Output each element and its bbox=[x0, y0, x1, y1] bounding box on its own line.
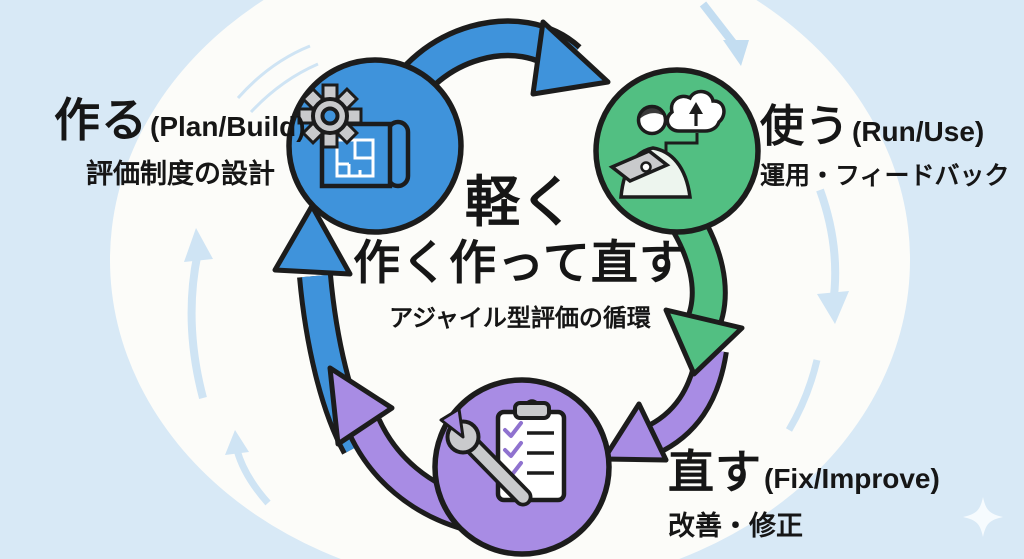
watermark-thin-arc-1 bbox=[236, 44, 311, 99]
stage-use-description: 運用・フィードバック bbox=[760, 162, 1010, 190]
wrench-jaw-notch bbox=[439, 407, 465, 439]
watermark-arrowhead-tr-icon bbox=[723, 40, 749, 66]
sparkle-icon bbox=[963, 497, 1003, 537]
clipboard-clip bbox=[513, 401, 551, 420]
person-hand bbox=[640, 161, 652, 173]
watermark-arrowhead-up-icon bbox=[184, 228, 213, 262]
center-title-line2: 作く作って直す bbox=[353, 235, 687, 289]
arrowhead-icon bbox=[601, 401, 669, 463]
connector-line bbox=[664, 133, 699, 152]
arrowhead-icon bbox=[663, 307, 745, 377]
stage-use-title: 使う bbox=[760, 102, 850, 151]
watermark-arc-bottom-right bbox=[785, 359, 821, 432]
stage-build-label: 作る(Plan/Build) 評価制度の設計 bbox=[54, 84, 306, 191]
center-subtitle: アジャイル型評価の循環 bbox=[389, 305, 651, 333]
watermark-arrowhead-bl-icon bbox=[225, 430, 249, 455]
wrench-handle bbox=[464, 437, 529, 503]
center-title-line1: 軽く bbox=[464, 171, 575, 233]
stage-build-title-en: (Plan/Build) bbox=[150, 111, 306, 142]
stage-fix-label: 直す(Fix/Improve) 改善・修正 bbox=[668, 436, 940, 543]
watermark-cycle-arrows bbox=[184, 1, 849, 506]
stage-use-title-en: (Run/Use) bbox=[852, 116, 985, 147]
watermark-arc-left bbox=[187, 251, 207, 400]
blueprint-floorplan bbox=[335, 138, 375, 178]
stage-fix-description: 改善・修正 bbox=[668, 511, 803, 541]
watermark-thin-arc-2 bbox=[249, 62, 319, 114]
upload-arrow-head bbox=[689, 102, 703, 114]
arrowhead-icon bbox=[530, 19, 611, 97]
gear-icon bbox=[297, 83, 363, 149]
checklist-lines bbox=[527, 431, 554, 475]
stage-use-label: 使う(Run/Use) 運用・フィードバック bbox=[760, 90, 1010, 192]
watermark-arrowhead-down-icon bbox=[817, 291, 849, 324]
arrow-use-to-fix bbox=[601, 347, 729, 463]
watermark-arc-right bbox=[816, 188, 840, 305]
tablet-icon bbox=[608, 148, 671, 184]
arrowhead-icon bbox=[327, 365, 395, 447]
gear-blueprint-icon bbox=[297, 83, 411, 189]
stage-fix-title-en: (Fix/Improve) bbox=[764, 463, 940, 494]
wrench-checklist-icon bbox=[439, 399, 567, 507]
person-tablet-cloud-upload-icon bbox=[608, 89, 726, 199]
arrowhead-icon bbox=[272, 203, 353, 277]
watermark-arc-bottom-left bbox=[233, 449, 271, 506]
stage-build-title: 作る bbox=[54, 94, 148, 146]
stage-build-description: 評価制度の設計 bbox=[86, 159, 275, 189]
stage-fix-title: 直す bbox=[668, 446, 762, 498]
center-title-block: 軽く 作く作って直す アジャイル型評価の循環 bbox=[322, 172, 718, 333]
